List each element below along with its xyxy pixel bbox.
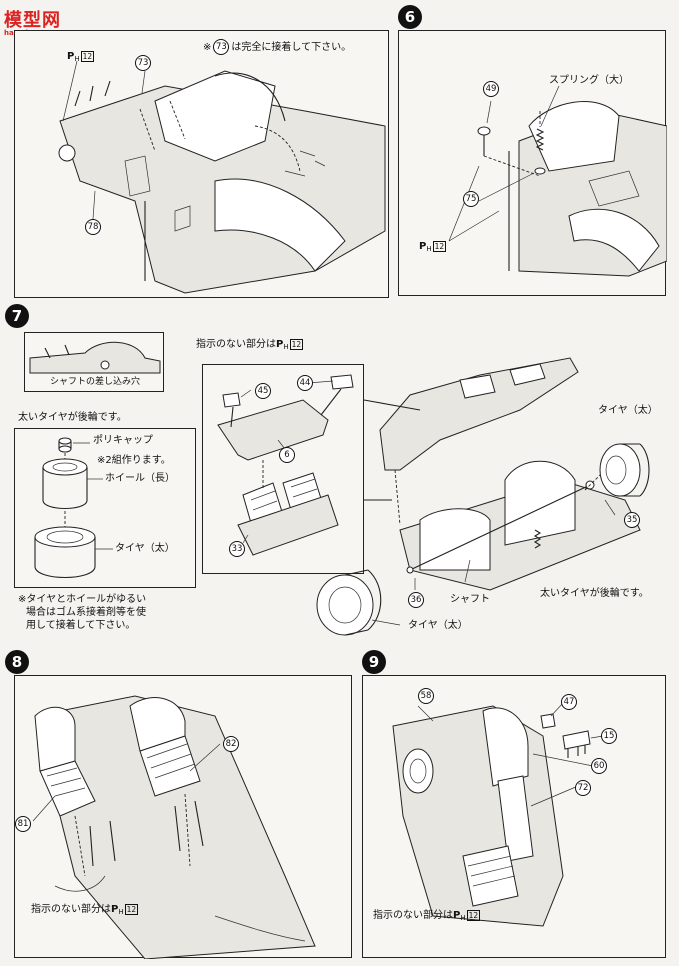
ph-prefix: P [67,51,75,62]
step5-note-mark: ※ [203,42,212,53]
part-72: 72 [575,780,591,796]
part-58: 58 [418,688,434,704]
part-60: 60 [591,758,607,774]
step8-illustration [32,695,316,959]
watermark-title: 模型网 [4,10,61,31]
ph-prefix: P [111,904,119,915]
step7-wheel-panel: ポリキャップ ※2組作ります。 ホイール（長） タイヤ（太） [14,428,196,588]
poly-cap-label: ポリキャップ [93,435,153,446]
ph-box: 12 [289,339,304,351]
rear-note-right: 太いタイヤが後輪です。 [540,588,649,599]
ph-prefix: P [276,339,284,350]
step7-badge: 7 [5,304,29,328]
unmarked-prefix: 指示のない部分は [373,910,453,921]
tire-note-2: 場合はゴム系接着剤等を使 [26,607,146,618]
step9-badge: 9 [362,650,386,674]
part-49: 49 [483,81,499,97]
ph-sub: H [426,245,432,253]
part-75: 75 [463,191,479,207]
ph-sub: H [118,908,124,916]
inset-shaft-drawing [29,341,161,374]
part-33: 33 [229,541,245,557]
tire-big-right-label: タイヤ（太） [598,405,658,416]
part-15: 15 [601,728,617,744]
step9-illustration [392,702,604,927]
part-36: 36 [408,592,424,608]
shaft-label: シャフト [450,594,490,605]
tire-big-label: タイヤ（太） [115,543,175,554]
part-78: 78 [85,219,101,235]
ph-sub: H [283,343,289,351]
step5-note-text: は完全に接着して下さい。 [231,42,352,53]
step7-seat-panel: 45 44 6 33 [202,364,364,574]
ph-box: 12 [432,241,447,252]
part-44: 44 [297,375,313,391]
part-45: 45 [255,383,271,399]
step7-rear-note-left: 太いタイヤが後輪です。 [18,412,127,423]
tire-big-bottom-label: タイヤ（太） [408,620,468,631]
ph-prefix: P [419,241,427,252]
tire-note-3: 用して接着して下さい。 [26,620,136,631]
step6-spring-label: スプリング（大） [549,75,629,86]
two-sets-note: ※2組作ります。 [97,455,171,466]
step8-badge: 8 [5,650,29,674]
step6-badge: 6 [398,5,422,29]
ph-prefix: P [453,910,461,921]
tire-note-1: ※タイヤとホイールがゆるい [18,594,147,605]
part-73-inline: 73 [213,39,230,55]
part-73: 73 [135,55,151,71]
wheel-long-label: ホイール（長） [105,473,175,484]
part-82: 82 [223,736,239,752]
wheel-assembly-drawing [34,437,113,579]
step6-illustration [448,85,667,277]
seat-assembly-drawing [217,374,354,556]
step7-inset-shaft: シャフトの差し込み穴 [24,332,164,392]
ph-box: 12 [80,51,95,62]
inset-caption: シャフトの差し込み穴 [50,377,141,387]
ph-sub: H [460,914,466,922]
part-47: 47 [561,694,577,710]
unmarked-prefix: 指示のない部分は [31,904,111,915]
ph-box: 12 [466,910,481,922]
step5-illustration [58,60,386,294]
unmarked-prefix: 指示のない部分は [196,339,276,350]
ph-box: 12 [124,904,139,916]
ph-sub: H [74,55,80,63]
part-81: 81 [15,816,31,832]
part-35: 35 [624,512,640,528]
part-6: 6 [279,447,295,463]
